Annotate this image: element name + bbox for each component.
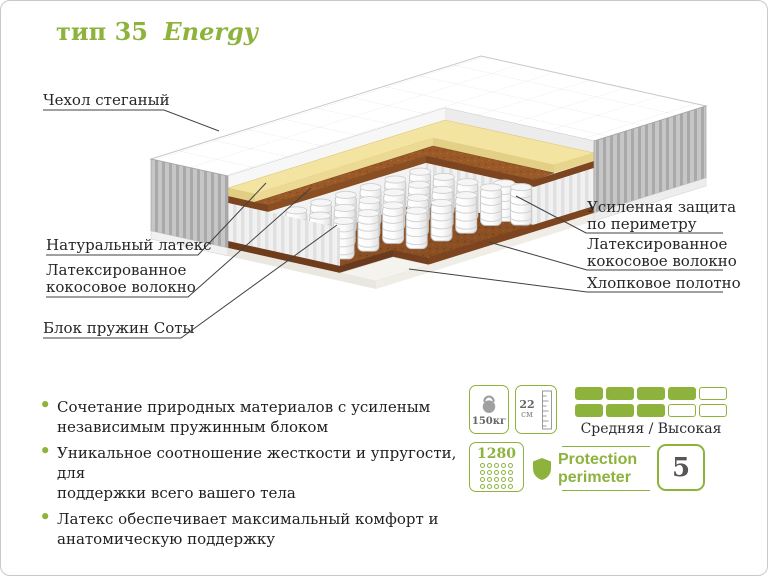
callout-text: Усиленная защита: [587, 198, 737, 216]
callout-text: Чехол стеганый: [43, 91, 170, 109]
base-pit-edge: [393, 250, 429, 265]
protection-badge: Protection perimeter: [532, 446, 650, 491]
latex-edge: [433, 138, 554, 173]
feature-text: поддержки всего вашего тела: [57, 484, 296, 502]
spring-dot: [480, 470, 485, 475]
firmness-cell: [637, 387, 665, 400]
callout-coconut-left: Латексированное кокосовое волокно: [46, 262, 196, 296]
spring-dot: [480, 477, 485, 482]
coconut-edge: [268, 156, 426, 212]
right-front-faces: [376, 153, 594, 289]
warranty-years: 5: [671, 452, 691, 483]
callout-text: Натуральный латекс: [46, 236, 212, 254]
left-front-faces: [228, 188, 376, 289]
callout-text: Блок пружин Соты: [43, 319, 195, 337]
springs-count-value: 1280: [477, 446, 516, 462]
spring-dot: [487, 484, 492, 489]
spring-dot: [487, 463, 492, 468]
callout-text: Латексированное: [46, 261, 187, 279]
callout-text: Хлопковое полотно: [587, 274, 741, 292]
firmness-cell: [668, 404, 696, 417]
feature-text: Латекс обеспечивает максимальный комфорт…: [57, 510, 439, 528]
callout-perimeter: Усиленная защита по периметру: [587, 199, 736, 233]
feature-item: Латекс обеспечивает максимальный комфорт…: [39, 507, 469, 549]
mattress-height-box: 22 см: [515, 385, 557, 434]
latex-edge: [255, 138, 433, 202]
spring-dot: [501, 470, 506, 475]
feature-text: анатомическую поддержку: [57, 530, 276, 548]
springs-dots-grid: [480, 463, 513, 489]
feature-text: независимым пружинным блоком: [57, 418, 329, 436]
protection-line2: perimeter: [558, 468, 631, 486]
coconut-edge: [426, 156, 534, 187]
callout-cotton: Хлопковое полотно: [587, 275, 741, 292]
callout-text: кокосовое волокно: [587, 252, 737, 270]
right-side-panel: [593, 105, 707, 222]
height-value: 22: [519, 397, 535, 411]
callout-coconut-right: Латексированное кокосовое волокно: [587, 236, 737, 270]
spring-dot: [508, 463, 513, 468]
firmness-cell: [699, 387, 727, 400]
firmness-rows: [575, 387, 727, 421]
callout-latex: Натуральный латекс: [46, 237, 212, 254]
feature-text: Уникальное соотношение жесткости и упруг…: [57, 444, 457, 482]
spring-dot: [494, 477, 499, 482]
base-pit-edge: [340, 250, 393, 273]
springs-count-box: 1280: [469, 442, 524, 492]
spring-dot: [487, 470, 492, 475]
left-side-panel: [150, 158, 229, 257]
feature-text: Сочетание природных материалов с усилены…: [57, 398, 431, 416]
feature-item: Уникальное соотношение жесткости и упруг…: [39, 441, 469, 503]
badge-frame-line: [562, 490, 650, 491]
spring-dot: [480, 463, 485, 468]
spring-dot: [480, 484, 485, 489]
title-suffix: Energy: [163, 17, 258, 46]
cover-edge: [445, 108, 594, 153]
spring-dot: [487, 477, 492, 482]
kettlebell-icon: [482, 395, 496, 413]
firmness-cell: [668, 387, 696, 400]
callout-springs-block: Блок пружин Соты: [43, 320, 194, 337]
firmness-cell: [637, 404, 665, 417]
firmness-cell: [606, 387, 634, 400]
ruler-icon: [541, 390, 552, 429]
spring-dot: [501, 477, 506, 482]
max-weight-value: 150кг: [471, 416, 507, 427]
protection-line1: Protection: [558, 450, 638, 468]
firmness-label: Средняя / Высокая: [580, 421, 722, 437]
page-title: тип 35 Energy: [56, 17, 258, 46]
height-unit: см: [520, 409, 534, 420]
firmness-cell: [606, 404, 634, 417]
callout-text: кокосовое волокно: [46, 278, 196, 296]
spring-dot: [508, 470, 513, 475]
cover-edge: [228, 108, 445, 188]
firmness-cell: [575, 404, 603, 417]
firmness-cell: [699, 404, 727, 417]
max-weight-box: 150кг: [469, 385, 509, 434]
spring-dot: [494, 470, 499, 475]
spring-dot: [501, 484, 506, 489]
badge-frame-line: [562, 446, 650, 447]
feature-item: Сочетание природных материалов с усилены…: [39, 395, 469, 437]
title-prefix: тип 35: [56, 17, 148, 46]
spring-dot: [494, 484, 499, 489]
spring-dot: [494, 463, 499, 468]
callout-text: Латексированное: [587, 235, 728, 253]
features-list: Сочетание природных материалов с усилены…: [39, 395, 469, 555]
callout-text: по периметру: [587, 215, 697, 233]
spring-dot: [501, 463, 506, 468]
spring-dot: [508, 477, 513, 482]
shield-icon: [533, 457, 551, 480]
callout-cover: Чехол стеганый: [43, 92, 170, 109]
firmness-cell: [575, 387, 603, 400]
leader-lines: [43, 109, 723, 339]
spring-dot: [508, 484, 513, 489]
warranty-box: 5: [657, 444, 705, 491]
